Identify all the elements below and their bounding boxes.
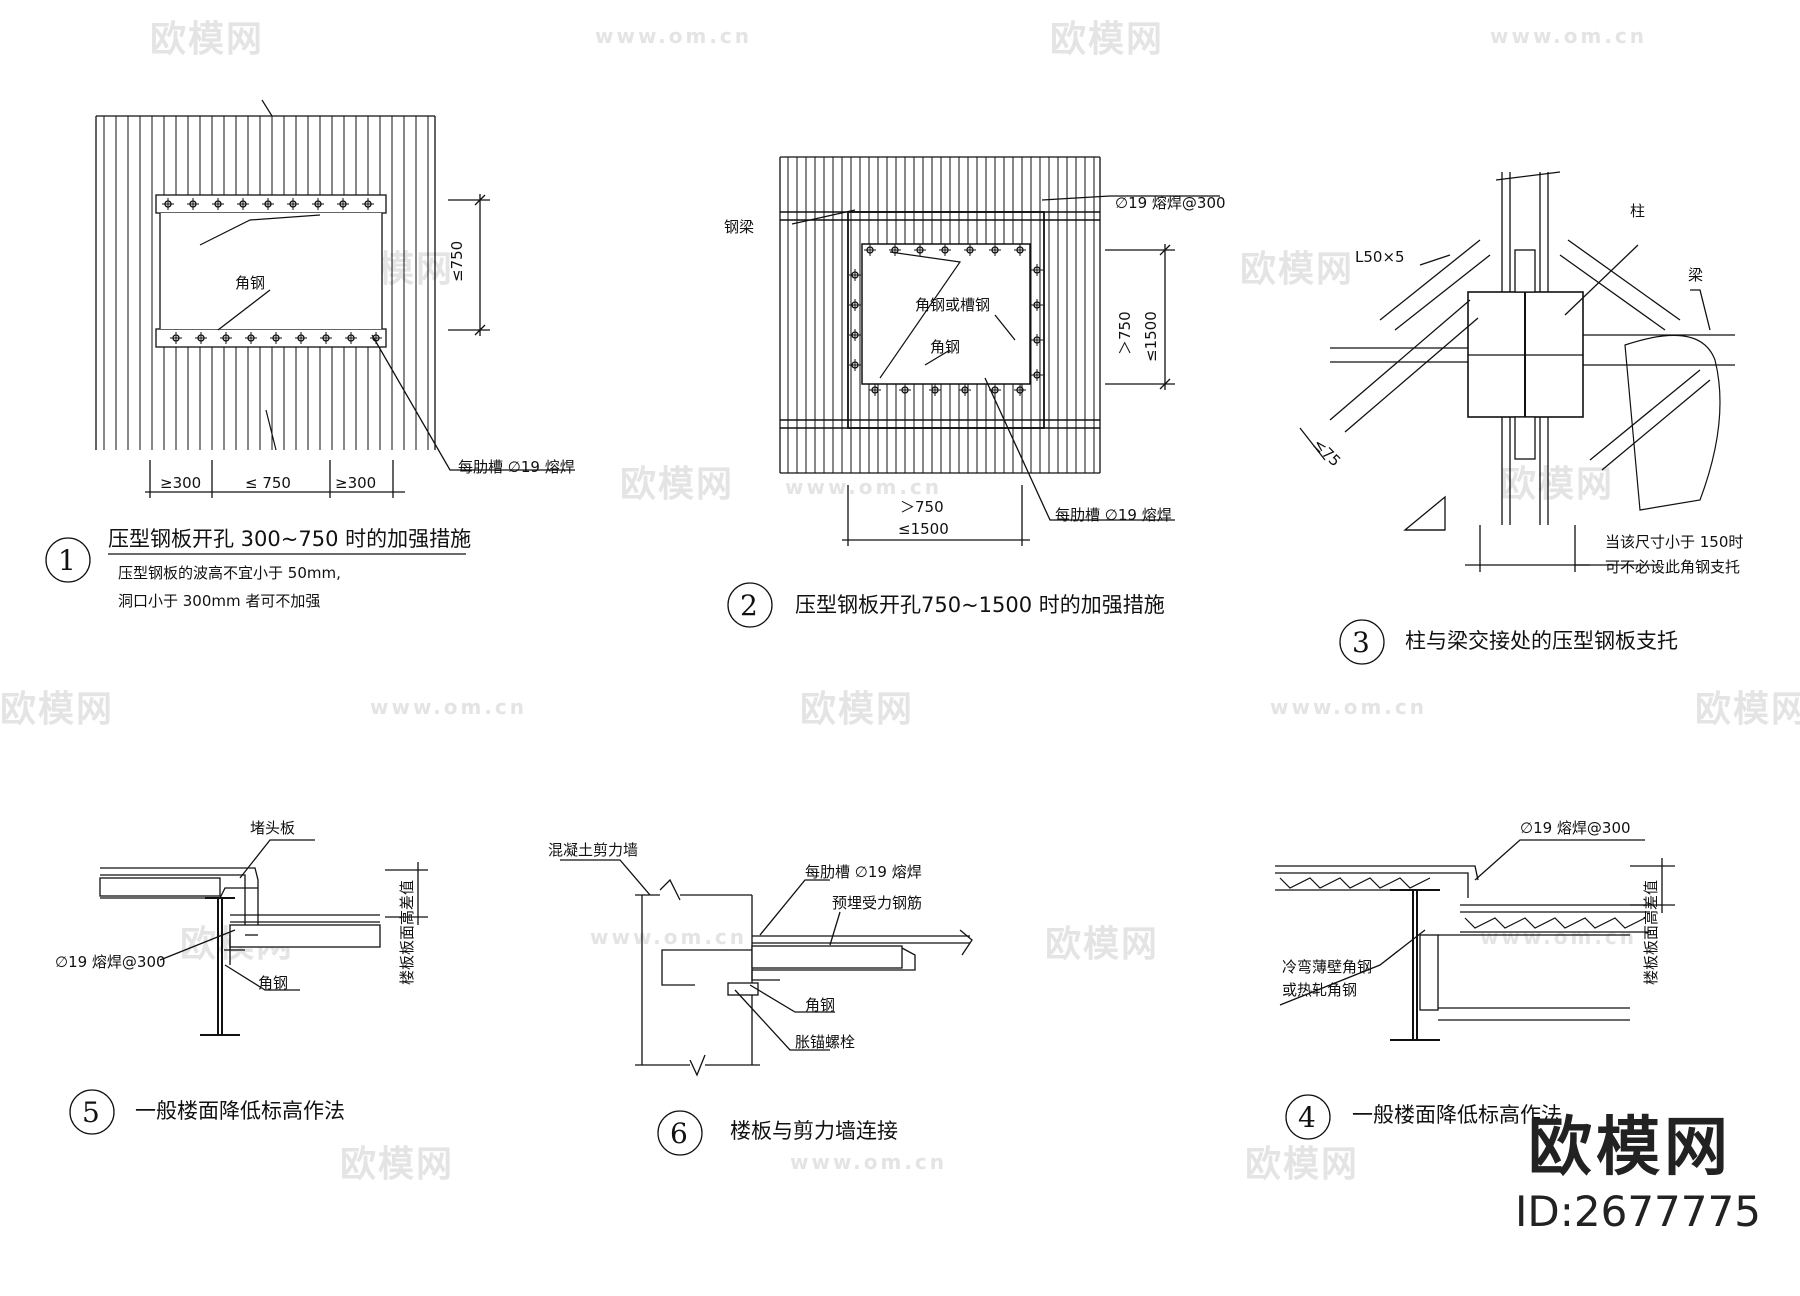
d6-number: 6	[670, 1117, 688, 1150]
d6-shear-wall	[635, 878, 760, 1077]
d5-label-stud: ∅19 熔焊@300	[55, 953, 166, 971]
d5-number: 5	[82, 1096, 100, 1129]
d2-number: 2	[740, 589, 758, 622]
d2-dim-v2: ≤1500	[1142, 311, 1160, 362]
d2-title: 压型钢板开孔750~1500 时的加强措施	[795, 593, 1165, 617]
d4-label-height-diff: 楼板板面高差值	[1642, 880, 1660, 985]
d2-dim-h1: ＞750	[900, 498, 944, 516]
d4-title: 一般楼面降低标高作法	[1352, 1103, 1562, 1127]
d1-number: 1	[58, 544, 76, 577]
detail-1: 角钢 每肋槽 ∅19 熔焊 ≤750 ≥300 ≤ 750 ≥300 1 压型钢…	[45, 99, 575, 610]
d6-label-rebar: 预埋受力钢筋	[832, 894, 922, 912]
d1-ribs	[103, 116, 429, 450]
brand-name: 欧模网	[1528, 1111, 1732, 1185]
d3-braces	[1329, 239, 1711, 471]
d6-label-wall: 混凝土剪力墙	[548, 841, 638, 859]
d6-slab	[727, 929, 973, 996]
d2-deck	[779, 156, 1101, 474]
d6-label-anchor: 胀锚螺栓	[795, 1033, 855, 1051]
d5-label-angle: 角钢	[258, 974, 288, 992]
d2-dim-v1: ＞750	[1116, 311, 1134, 355]
d3-note-1: 当该尺寸小于 150时	[1605, 533, 1743, 551]
d1-title: 压型钢板开孔 300~750 时的加强措施	[108, 527, 471, 551]
d4-label-angle-2: 或热轧角钢	[1282, 981, 1357, 999]
d1-note-1: 压型钢板的波高不宜小于 50mm,	[118, 564, 341, 582]
d2-label-angle-or-channel: 角钢或槽钢	[915, 296, 990, 314]
d2-dim-h2: ≤1500	[898, 520, 949, 538]
d2-bolts	[849, 244, 1043, 396]
brand-block: 欧模网 ID:2677775	[1515, 1110, 1761, 1238]
d1-dim-a: ≥300	[160, 474, 201, 492]
d4-label-angle-1: 冷弯薄壁角钢	[1282, 958, 1372, 976]
d2-label-weld: 每肋槽 ∅19 熔焊	[1055, 506, 1172, 524]
d6-label-angle: 角钢	[805, 996, 835, 1014]
d2-frame	[847, 211, 1045, 429]
detail-3: L50×5 柱 梁 ≤75 当该尺寸小于 150时 可不必设此角钢支托 3 柱与…	[1299, 171, 1743, 665]
d2-label-beam: 钢梁	[724, 218, 754, 236]
d3-column	[1467, 171, 1584, 525]
d3-title: 柱与梁交接处的压型钢板支托	[1405, 629, 1678, 653]
d1-deck	[95, 99, 436, 451]
d5-label-height-diff: 楼板板面高差值	[398, 880, 416, 985]
detail-6: 混凝土剪力墙 每肋槽 ∅19 熔焊 预埋受力钢筋 角钢 胀锚螺栓 6 楼板与剪力…	[548, 841, 973, 1156]
d3-dim: ≤75	[1309, 435, 1344, 470]
d6-label-weld: 每肋槽 ∅19 熔焊	[805, 863, 922, 881]
d1-dim-c: ≥300	[335, 474, 376, 492]
d5-label-end-plate: 堵头板	[250, 819, 295, 837]
d3-note-2: 可不必设此角钢支托	[1605, 558, 1740, 576]
d2-label-angle: 角钢	[930, 338, 960, 356]
d4-label-stud: ∅19 熔焊@300	[1520, 819, 1631, 837]
d1-dim-vertical: ≤750	[448, 241, 466, 282]
detail-5: 堵头板 ∅19 熔焊@300 角钢 楼板板面高差值 5 一般楼面降低标高作法	[55, 819, 428, 1135]
d4-upper-slab	[1275, 865, 1479, 898]
d1-note-2: 洞口小于 300mm 者可不加强	[118, 592, 320, 610]
d1-label-angle: 角钢	[235, 274, 265, 292]
d6-title: 楼板与剪力墙连接	[730, 1119, 898, 1143]
d5-lower-slab	[229, 914, 381, 948]
brand-id: ID:2677775	[1515, 1187, 1761, 1236]
detail-2: 钢梁 ∅19 熔焊@300 角钢或槽钢 角钢 每肋槽 ∅19 熔焊 ＞750 ≤…	[724, 156, 1226, 628]
d4-number: 4	[1298, 1101, 1316, 1134]
d3-label-column: 柱	[1630, 202, 1645, 220]
d4-lower-slab	[1460, 904, 1650, 933]
d1-dim-b: ≤ 750	[245, 474, 291, 492]
d5-steel-beam	[200, 897, 245, 1036]
d3-beams	[1330, 334, 1735, 366]
d4-steel-beam	[1390, 889, 1630, 1041]
d5-title: 一般楼面降低标高作法	[135, 1099, 345, 1123]
d3-label-angle-size: L50×5	[1355, 248, 1405, 266]
d3-label-beam: 梁	[1688, 266, 1703, 284]
d2-label-stud: ∅19 熔焊@300	[1115, 194, 1226, 212]
d3-number: 3	[1352, 626, 1370, 659]
d1-label-weld: 每肋槽 ∅19 熔焊	[458, 458, 575, 476]
detail-4: ∅19 熔焊@300 冷弯薄壁角钢 或热轧角钢 楼板板面高差值 4 一般楼面降低…	[1275, 819, 1675, 1140]
